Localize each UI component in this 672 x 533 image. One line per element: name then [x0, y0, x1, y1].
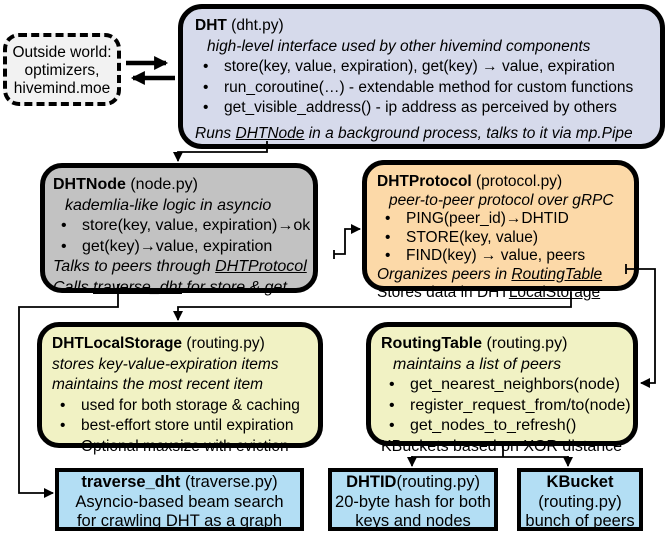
routingtable-box-subtitle: maintains a list of peers	[393, 355, 562, 373]
dhtlocalstorage-reference: LocalStorage	[508, 284, 601, 301]
dhtid-box-line: keys and nodes	[355, 512, 471, 530]
kbucket-box-title: KBucket	[546, 473, 614, 491]
dht-box: DHT (dht.py) high-level interface used b…	[178, 4, 665, 149]
dhtnode-reference: DHTNode	[235, 124, 305, 142]
dhtid-box-line: 20-byte hash for both	[335, 492, 491, 511]
dhtlocalstorage-box-title: DHTLocalStorage (routing.py)	[52, 335, 265, 352]
outside-world-line: optimizers,	[24, 62, 100, 79]
dhtnode-box: DHTNode (node.py) kademlia-like logic in…	[40, 163, 318, 296]
dhtprotocol-bullet: STORE(key, value)	[377, 229, 630, 248]
dhtid-box: DHTID(routing.py) 20-byte hash for both …	[328, 468, 498, 531]
dhtnode-box-title: DHTNode (node.py)	[53, 176, 198, 193]
dhtnode-bullet: get(key)→value, expiration	[53, 237, 309, 258]
kbucket-box-line: bunch of peers	[525, 512, 635, 530]
routingtable-box-footer: KBuckets based on XOR distance	[381, 437, 623, 455]
outside-world-line: hivemind.moe	[13, 80, 111, 97]
dhtlocalstorage-subtitle: stores key-value-expiration items	[52, 355, 279, 373]
outside-world-line: Outside world:	[12, 44, 112, 61]
dhtlocalstorage-box: DHTLocalStorage (routing.py) stores key-…	[37, 322, 323, 457]
traverse-dht-box-line: for crawling DHT as a graph	[76, 512, 283, 530]
traverse-dht-box-title: traverse_dht (traverse.py)	[81, 473, 278, 491]
dhtnode-bullet: store(key, value, expiration)→ok	[53, 216, 310, 237]
dhtprotocol-box-subtitle: peer-to-peer protocol over gRPC	[389, 191, 614, 209]
routingtable-bullet: get_nodes_to_refresh()	[381, 416, 629, 437]
routingtable-box-title: RoutingTable (routing.py)	[381, 335, 568, 352]
routingtable-bullet: get_nearest_neighbors(node)	[381, 375, 629, 396]
traverse-dht-reference: traverse_dht	[93, 278, 182, 296]
kbucket-box-line: (routing.py)	[538, 492, 622, 511]
routingtable-bullet: register_request_from/to(node)	[381, 396, 631, 417]
dhtprotocol-storage-line: Stores data in DHTLocalStorage	[377, 284, 601, 301]
dhtlocalstorage-bullet: used for both storage & caching	[52, 396, 314, 417]
arrow-dhtnode-to-dhtprotocol	[334, 224, 361, 255]
dht-box-footer: Runs DHTNode in a background process, ta…	[195, 124, 633, 142]
traverse-dht-box-line: Asyncio-based beam search	[75, 492, 284, 511]
dhtprotocol-bullet: PING(peer_id)→DHTID	[377, 210, 630, 229]
traverse-dht-box: traverse_dht (traverse.py) Asyncio-based…	[55, 468, 304, 531]
dhtlocalstorage-bullet: best-effort store until expiration	[52, 416, 314, 437]
dht-box-title: DHT (dht.py)	[195, 17, 284, 34]
dht-bullet: store(key, value, expiration), get(key) …	[195, 57, 652, 78]
dhtprotocol-bullet: FIND(key) → value, peers	[377, 247, 630, 266]
kbucket-box: KBucket (routing.py) bunch of peers	[517, 468, 643, 531]
dhtlocalstorage-bullet: Optional maxsize with eviction	[52, 437, 314, 458]
outside-world-box: Outside world: optimizers, hivemind.moe	[3, 33, 121, 106]
routingtable-box: RoutingTable (routing.py) maintains a li…	[366, 322, 638, 455]
dhtnode-traverse-line: Calls traverse_dht for store & get	[53, 278, 287, 296]
dhtlocalstorage-subtitle: maintains the most recent item	[52, 376, 264, 393]
dht-bullet: run_coroutine(…) - extendable method for…	[195, 78, 652, 99]
dhtprotocol-box: DHTProtocol (protocol.py) peer-to-peer p…	[362, 160, 639, 301]
dhtnode-box-subtitle: kademlia-like logic in asyncio	[65, 196, 272, 214]
dhtid-box-title: DHTID(routing.py)	[346, 473, 480, 491]
dht-box-subtitle: high-level interface used by other hivem…	[207, 37, 591, 55]
dhtprotocol-reference: DHTProtocol	[215, 258, 307, 275]
dhtnode-protocol-line: Talks to peers through DHTProtocol	[53, 258, 307, 275]
dhtprotocol-box-title: DHTProtocol (protocol.py)	[377, 173, 563, 190]
dhtprotocol-routing-line: Organizes peers in RoutingTable	[377, 265, 603, 283]
routingtable-reference: RoutingTable	[511, 265, 603, 283]
dht-bullet: get_visible_address() - ip address as pe…	[195, 98, 652, 119]
